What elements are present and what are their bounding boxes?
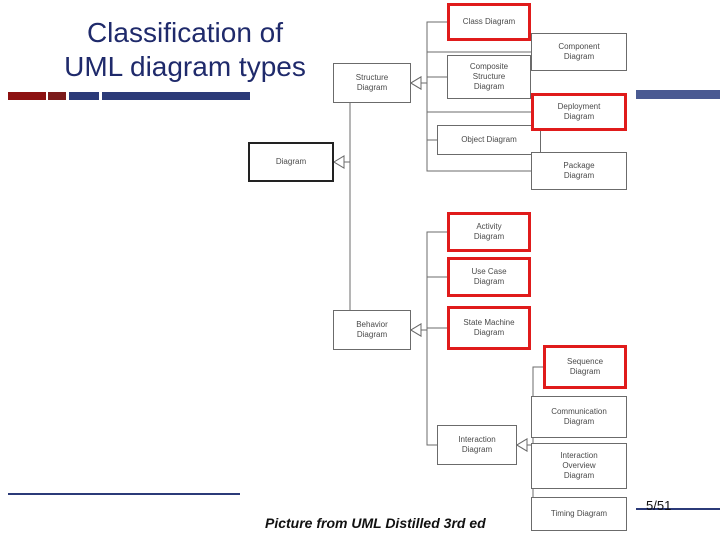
page-title: Classification of UML diagram types [64, 17, 306, 82]
diagram-node-communication: Communication Diagram [531, 396, 627, 438]
diagram-node-label: Use Case Diagram [471, 267, 507, 286]
diagram-node-structure: Structure Diagram [333, 63, 411, 103]
diagram-node-label: Package Diagram [563, 161, 595, 180]
diagram-node-label: Composite Structure Diagram [469, 62, 509, 91]
diagram-node-label: Communication Diagram [551, 407, 607, 426]
diagram-node-label: Activity Diagram [473, 222, 505, 241]
diagram-node-object: Object Diagram [437, 125, 541, 155]
diagram-node-interaction: Interaction Diagram [437, 425, 517, 465]
slide-number: 5/51 [646, 498, 672, 513]
diagram-node-label: Sequence Diagram [566, 357, 604, 376]
diagram-node-label: State Machine Diagram [463, 318, 515, 337]
diagram-node-activity: Activity Diagram [447, 212, 531, 252]
diagram-node-label: Interaction Diagram [458, 435, 496, 454]
figure-caption: Picture from UML Distilled 3rd ed [265, 515, 486, 531]
diagram-node-label: Class Diagram [462, 17, 516, 26]
diagram-node-label: Diagram [275, 157, 307, 166]
diagram-node-diagram: Diagram [248, 142, 334, 182]
diagram-node-sequence: Sequence Diagram [543, 345, 627, 389]
title-underline-bar-dark-red [48, 92, 66, 100]
diagram-node-label: Structure Diagram [355, 73, 389, 92]
header-bar-right [636, 90, 720, 99]
diagram-node-state-machine: State Machine Diagram [447, 306, 531, 350]
diagram-node-component: Component Diagram [531, 33, 627, 71]
diagram-node-label: Behavior Diagram [356, 320, 388, 339]
diagram-node-label: Component Diagram [558, 42, 600, 61]
diagram-node-label: Object Diagram [461, 135, 517, 144]
diagram-node-label: Deployment Diagram [557, 102, 601, 121]
diagram-node-composite-structure: Composite Structure Diagram [447, 55, 531, 99]
diagram-node-class: Class Diagram [447, 3, 531, 41]
diagram-node-timing: Timing Diagram [531, 497, 627, 531]
diagram-node-behavior: Behavior Diagram [333, 310, 411, 350]
footer-rule-left [8, 493, 240, 495]
title-underline-bar-blue-long [102, 92, 250, 100]
diagram-node-label: Interaction Overview Diagram [560, 451, 598, 480]
title-underline-bar-red [8, 92, 46, 100]
diagram-node-package: Package Diagram [531, 152, 627, 190]
diagram-node-label: Timing Diagram [550, 509, 608, 518]
title-underline-bar-blue-short [69, 92, 99, 100]
diagram-node-interaction-overview: Interaction Overview Diagram [531, 443, 627, 489]
footer-rule-right [636, 508, 720, 510]
diagram-node-use-case: Use Case Diagram [447, 257, 531, 297]
diagram-node-deployment: Deployment Diagram [531, 93, 627, 131]
